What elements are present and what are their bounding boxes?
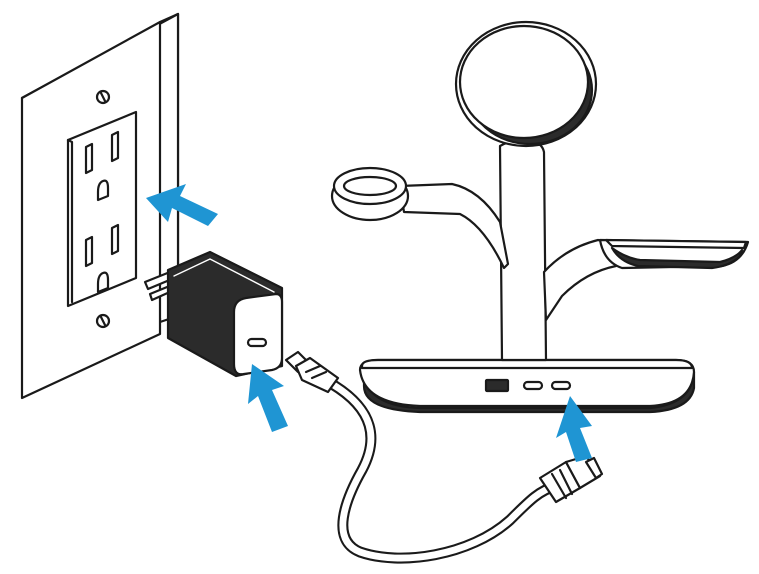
charging-stand [330, 20, 750, 414]
stand-left-arm [398, 182, 510, 270]
wall-outlet [20, 12, 180, 400]
arrow-icon [248, 364, 288, 432]
arrow-icon [146, 184, 218, 226]
stand-usb-c-port-2 [550, 380, 572, 391]
arrow-to-stand-port [556, 396, 592, 462]
stand-usb-c-port-1 [522, 380, 544, 391]
arrow-to-outlet [146, 184, 218, 226]
adapter-front-face [232, 292, 284, 376]
phone-charging-pad [454, 20, 598, 148]
stand-usb-a-port [484, 378, 510, 393]
wall-adapter [143, 250, 284, 378]
watch-ring [330, 166, 410, 222]
arrow-icon [556, 396, 592, 462]
arrow-to-adapter-port [248, 364, 288, 432]
stand-trunk [498, 138, 548, 362]
adapter-usb-c-port [246, 337, 268, 348]
earbud-tray [598, 238, 750, 270]
